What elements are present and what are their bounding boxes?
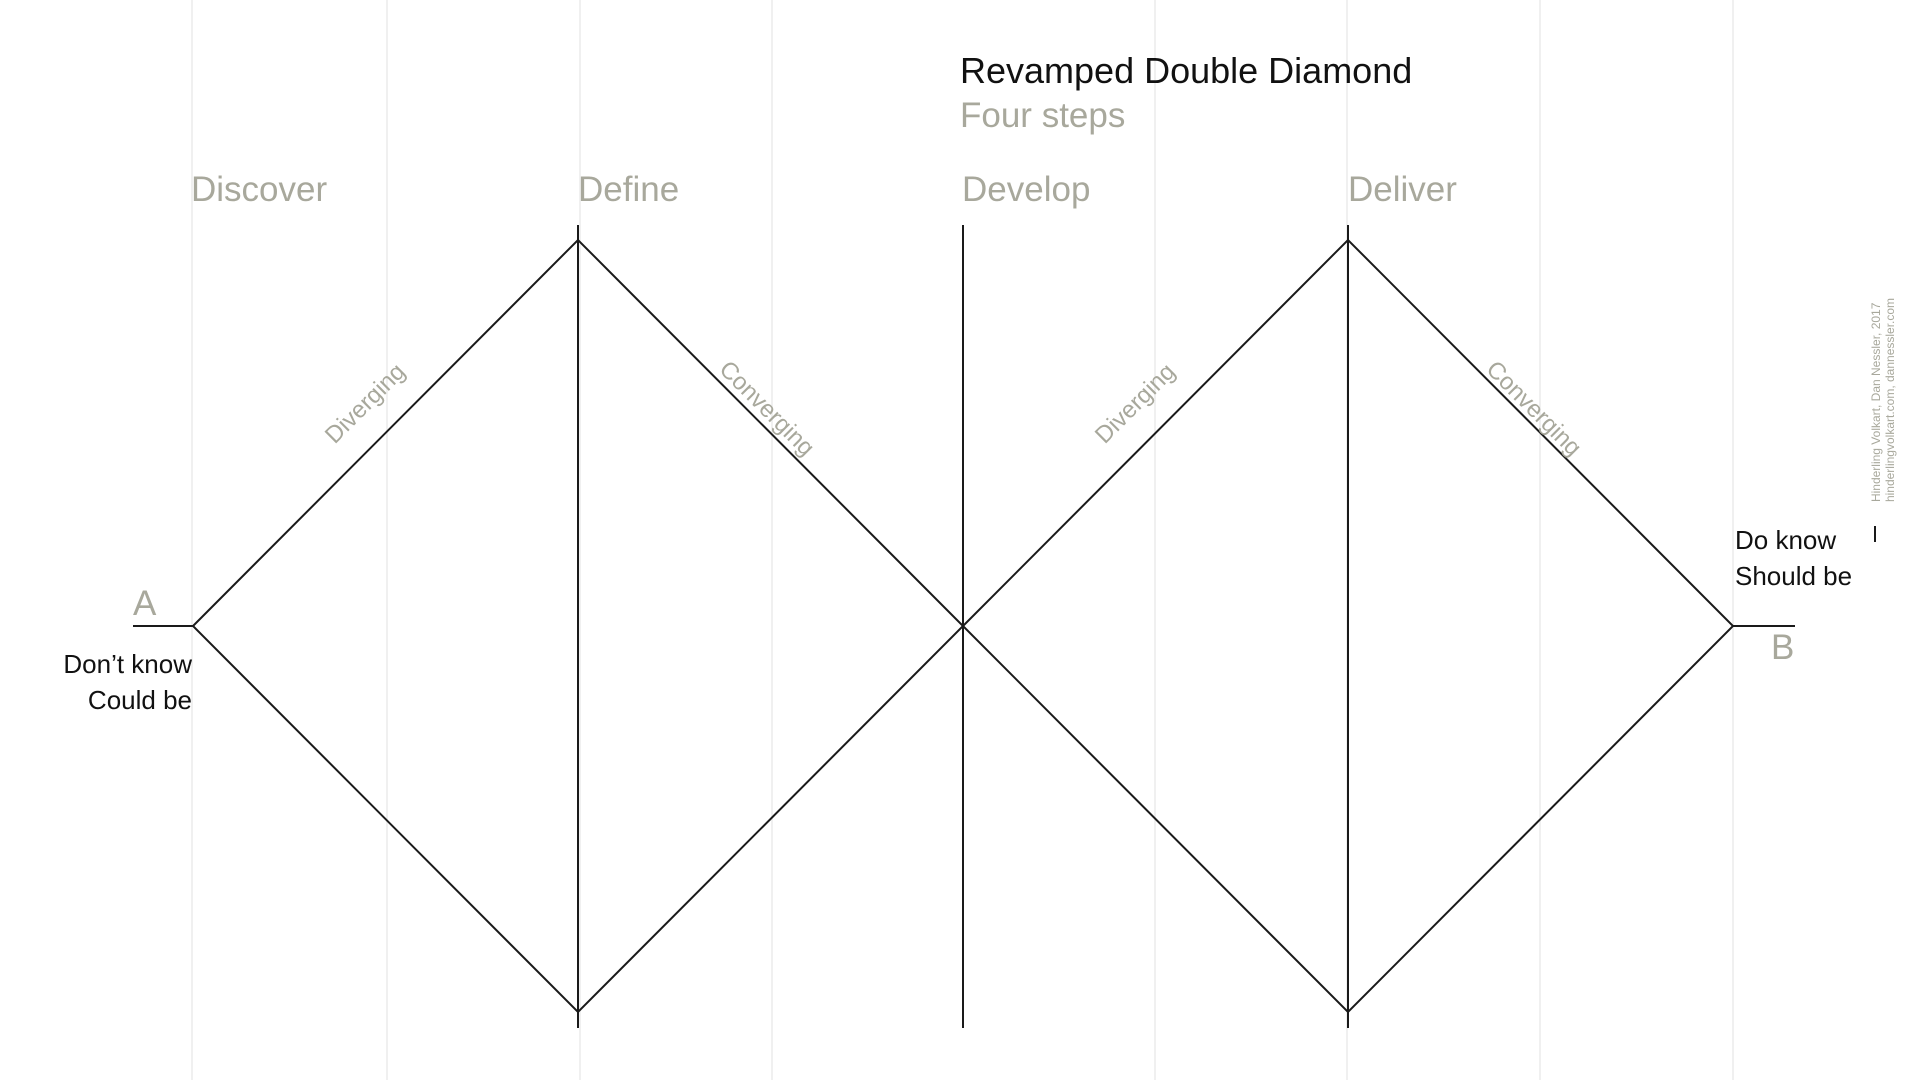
phase-develop: Develop bbox=[962, 170, 1091, 209]
phase-define: Define bbox=[578, 170, 680, 209]
credit-note: Hinderling Volkart, Dan Nessler, 2017 hi… bbox=[1869, 298, 1897, 502]
diagram-subtitle: Four steps bbox=[960, 96, 1126, 135]
start-state-line2: Could be bbox=[87, 685, 192, 715]
end-state-line1: Do know bbox=[1735, 525, 1837, 555]
phase-discover: Discover bbox=[191, 170, 328, 209]
end-state: Do know Should be bbox=[1735, 522, 1852, 594]
credit-line1: Hinderling Volkart, Dan Nessler, 2017 bbox=[1869, 302, 1883, 503]
credit-line2: hinderlingvolkart.com, dannessler.com bbox=[1883, 297, 1897, 503]
end-state-line2: Should be bbox=[1735, 561, 1853, 591]
end-point-letter: B bbox=[1771, 628, 1795, 667]
second-diamond bbox=[961, 238, 1735, 1014]
diagram-title: Revamped Double Diamond bbox=[960, 50, 1413, 91]
start-state-line1: Don’t know bbox=[63, 649, 192, 679]
phase-deliver: Deliver bbox=[1348, 170, 1457, 209]
start-point-letter: A bbox=[133, 584, 157, 623]
start-state: Don’t know Could be bbox=[63, 646, 192, 718]
